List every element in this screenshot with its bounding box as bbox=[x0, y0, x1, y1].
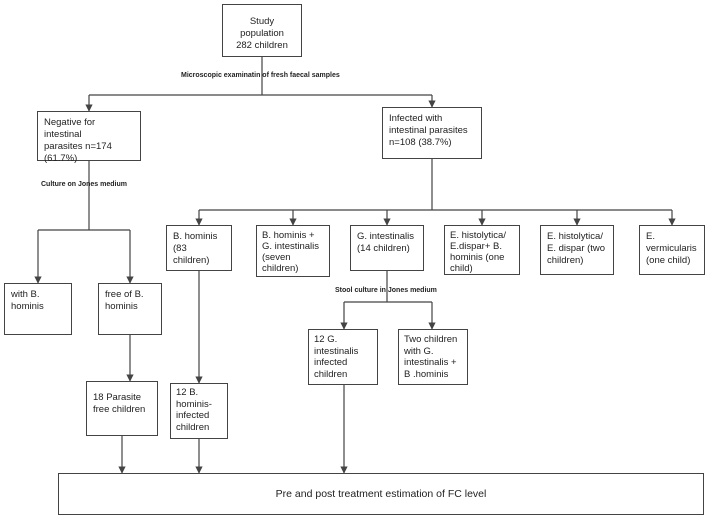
box-e-vermicularis: E. vermicularis (one child) bbox=[639, 225, 705, 275]
box-infected-parasites: Infected with intestinal parasites n=108… bbox=[382, 107, 482, 159]
box-b-hominis-g-intestinalis: B. hominis + G. intestinalis (seven chil… bbox=[256, 225, 330, 277]
label-culture-jones: Culture on Jones medium bbox=[41, 181, 127, 188]
box-b-hominis-infected: 12 B. hominis- infected children bbox=[170, 383, 228, 439]
box-parasite-free-children: 18 Parasite free children bbox=[86, 381, 158, 436]
box-b-hominis-83: B. hominis (83 children) bbox=[166, 225, 232, 271]
box-fc-level-estimation: Pre and post treatment estimation of FC … bbox=[58, 473, 704, 515]
box-study-population: Study population 282 children bbox=[222, 4, 302, 57]
label-stool-culture: Stool culture in Jones medium bbox=[335, 287, 437, 294]
box-two-children-gi-bh: Two children with G. intestinalis + B .h… bbox=[398, 329, 468, 385]
box-g-intestinalis-infected: 12 G. intestinalis infected children bbox=[308, 329, 378, 385]
box-free-of-b-hominis: free of B. hominis bbox=[98, 283, 162, 335]
box-g-intestinalis-14: G. intestinalis (14 children) bbox=[350, 225, 424, 271]
box-e-histolytica-b-hominis: E. histolytica/ E.dispar+ B. hominis (on… bbox=[444, 225, 520, 275]
box-with-b-hominis: with B. hominis bbox=[4, 283, 72, 335]
box-e-histolytica-dispar: E. histolytica/ E. dispar (two children) bbox=[540, 225, 614, 275]
label-microscopic-exam: Microscopic examinatin of fresh faecal s… bbox=[181, 72, 340, 79]
box-negative-parasites: Negative for intestinal parasites n=174 … bbox=[37, 111, 141, 164]
